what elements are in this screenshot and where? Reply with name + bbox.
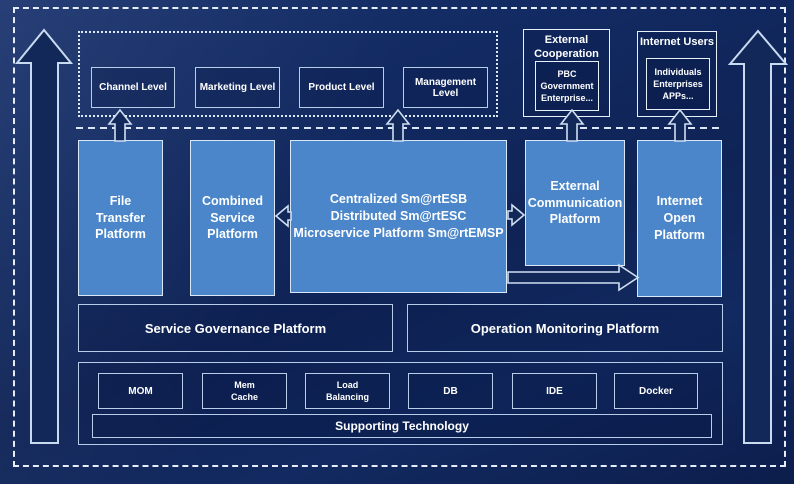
platform-label: File Transfer Platform [95, 193, 146, 242]
tech-box-db: DB [408, 373, 493, 409]
devops-label: DevOps [36, 220, 51, 274]
supporting-technology-label: Supporting Technology [335, 419, 469, 433]
level-box-marketing: Marketing Level [195, 67, 280, 108]
platform-external-communication: External Communication Platform [525, 140, 625, 266]
tech-label: MOM [128, 385, 153, 397]
platform-internet-open: Internet Open Platform [637, 140, 722, 297]
platform-file-transfer: File Transfer Platform [78, 140, 163, 296]
supporting-technology-bar: Supporting Technology [92, 414, 712, 438]
service-governance-platform: Service Governance Platform [78, 304, 393, 352]
internet-users-members-box: Individuals Enterprises APPs... [646, 58, 710, 110]
level-box-management: Management Level [403, 67, 488, 108]
tech-label: DB [443, 385, 458, 397]
level-box-product: Product Level [299, 67, 384, 108]
level-label: Channel Level [99, 82, 167, 93]
business-levels-panel [78, 31, 498, 117]
tech-label: Docker [639, 385, 673, 397]
external-cooperation-title: External Cooperation [534, 34, 599, 60]
tech-box-ide: IDE [512, 373, 597, 409]
tech-box-docker: Docker [614, 373, 698, 409]
governance-label: Service Governance Platform [144, 320, 327, 336]
external-cooperation-members: PBC Government Enterprise... [540, 68, 594, 104]
external-cooperation-members-box: PBC Government Enterprise... [535, 61, 599, 111]
internet-users-box: Internet Users Individuals Enterprises A… [637, 31, 717, 117]
level-label: Management Level [414, 76, 477, 99]
operation-monitoring-platform: Operation Monitoring Platform [407, 304, 723, 352]
platform-label: Centralized Sm@rtESB Distributed Sm@rtES… [293, 192, 504, 240]
governance-label: Operation Monitoring Platform [470, 320, 660, 336]
tech-box-load-balancing: Load Balancing [305, 373, 390, 409]
internet-users-members: Individuals Enterprises APPs... [653, 66, 703, 102]
paas-label: PAAS [749, 223, 764, 261]
external-cooperation-box: External Cooperation PBC Government Ente… [523, 29, 610, 117]
level-label: Product Level [308, 82, 375, 93]
internet-users-title: Internet Users [640, 36, 714, 48]
tech-box-mem-cache: Mem Cache [202, 373, 287, 409]
platform-label: Internet Open Platform [654, 194, 705, 242]
platform-combined-service: Combined Service Platform [190, 140, 275, 296]
platform-central-esb: Centralized Sm@rtESB Distributed Sm@rtES… [290, 140, 507, 293]
tech-label: Mem Cache [230, 379, 258, 402]
supporting-technology-panel [78, 362, 723, 445]
level-box-channel: Channel Level [91, 67, 175, 108]
platform-label: External Communication Platform [527, 178, 623, 227]
platform-label: Combined Service Platform [201, 193, 264, 242]
tech-label: Load Balancing [325, 379, 369, 402]
level-label: Marketing Level [199, 82, 276, 93]
tech-box-mom: MOM [98, 373, 183, 409]
tech-label: IDE [546, 385, 563, 397]
